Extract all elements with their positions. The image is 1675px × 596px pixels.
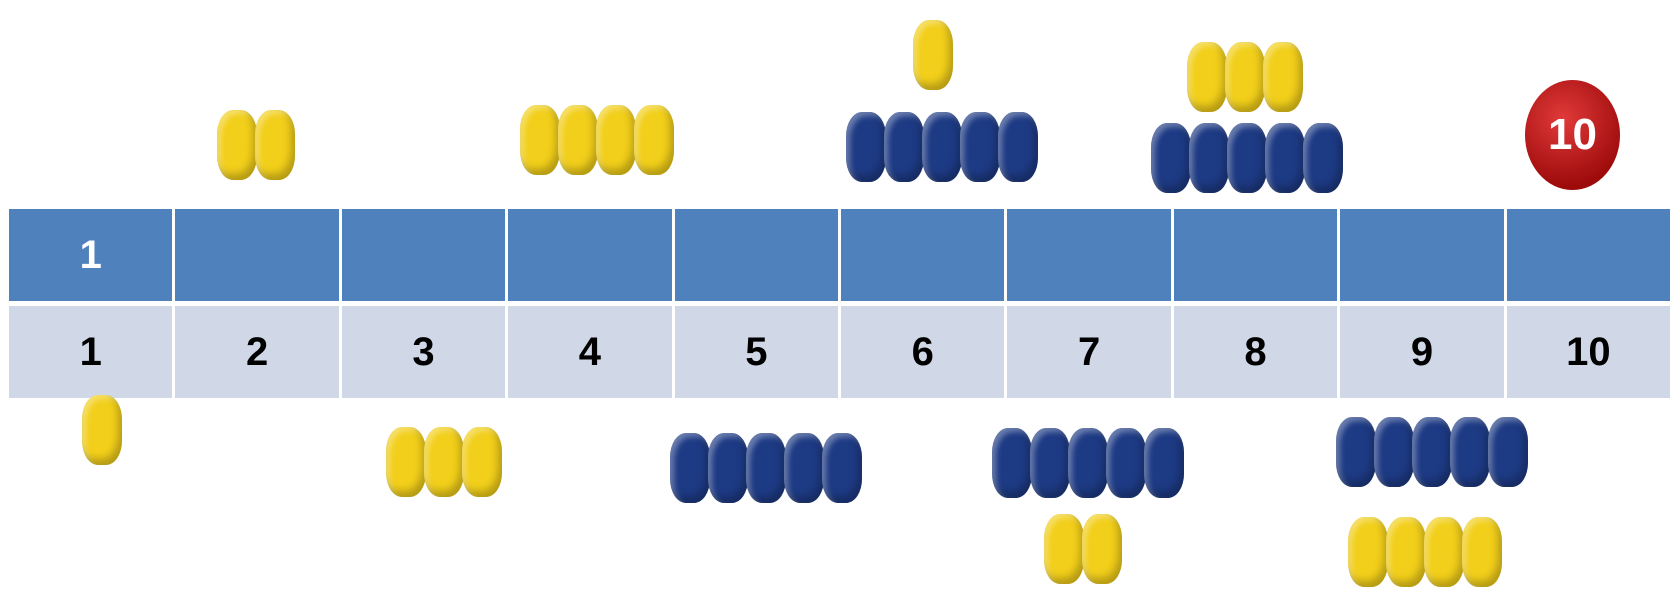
- blue-bead: [1303, 123, 1343, 193]
- yellow-bead: [1225, 42, 1265, 112]
- yellow-bead-group: [913, 20, 953, 90]
- blue-bead: [1189, 123, 1229, 193]
- blue-bead-group: [992, 428, 1184, 498]
- yellow-bead-group: [1044, 514, 1122, 584]
- yellow-bead: [1263, 42, 1303, 112]
- yellow-bead-group: [1348, 517, 1502, 587]
- blue-bead: [1450, 417, 1490, 487]
- yellow-bead: [558, 105, 598, 175]
- blue-bead: [1227, 123, 1267, 193]
- number-cell: 6: [841, 306, 1005, 398]
- top-row: 1: [9, 209, 1671, 301]
- blue-bead: [846, 112, 886, 182]
- yellow-bead-group: [82, 395, 122, 465]
- blue-bead: [1488, 417, 1528, 487]
- number-table: 1 1 2 3 4 5 6 7 8 9 10: [9, 209, 1671, 398]
- number-cell: 10: [1506, 306, 1671, 398]
- number-cell: 9: [1340, 306, 1504, 398]
- blue-bead: [822, 433, 862, 503]
- blue-bead: [784, 433, 824, 503]
- blue-bead: [922, 112, 962, 182]
- yellow-bead: [1044, 514, 1084, 584]
- number-cell: 5: [674, 306, 839, 398]
- blue-bead: [1412, 417, 1452, 487]
- top-cell: [341, 209, 506, 301]
- yellow-bead: [1348, 517, 1388, 587]
- number-cell: 8: [1173, 306, 1338, 398]
- yellow-bead: [1462, 517, 1502, 587]
- blue-bead-group: [1151, 123, 1343, 193]
- yellow-bead-group: [386, 427, 502, 497]
- blue-bead: [1336, 417, 1376, 487]
- yellow-bead: [462, 427, 502, 497]
- top-cell: [175, 209, 339, 301]
- number-cell: 7: [1007, 306, 1171, 398]
- blue-bead: [992, 428, 1032, 498]
- blue-bead-group: [846, 112, 1038, 182]
- bottom-row: 1 2 3 4 5 6 7 8 9 10: [9, 306, 1671, 398]
- yellow-bead: [913, 20, 953, 90]
- yellow-bead: [596, 105, 636, 175]
- blue-bead: [1030, 428, 1070, 498]
- top-cell: [1506, 209, 1671, 301]
- top-cell: [1007, 209, 1171, 301]
- blue-bead: [960, 112, 1000, 182]
- number-cell: 4: [508, 306, 672, 398]
- yellow-bead: [217, 110, 257, 180]
- number-cell: 2: [175, 306, 339, 398]
- yellow-bead: [255, 110, 295, 180]
- yellow-bead: [386, 427, 426, 497]
- yellow-bead: [82, 395, 122, 465]
- blue-bead: [1151, 123, 1191, 193]
- blue-bead: [1144, 428, 1184, 498]
- blue-bead: [746, 433, 786, 503]
- top-cell: [841, 209, 1005, 301]
- blue-bead: [884, 112, 924, 182]
- top-cell: [1173, 209, 1338, 301]
- yellow-bead: [1386, 517, 1426, 587]
- blue-bead: [708, 433, 748, 503]
- yellow-bead: [424, 427, 464, 497]
- number-cell: 3: [341, 306, 506, 398]
- blue-bead: [1265, 123, 1305, 193]
- blue-bead-group: [670, 433, 862, 503]
- yellow-bead: [1082, 514, 1122, 584]
- blue-bead: [1374, 417, 1414, 487]
- yellow-bead: [634, 105, 674, 175]
- yellow-bead-group: [1187, 42, 1303, 112]
- top-cell: 1: [9, 209, 173, 301]
- yellow-bead: [520, 105, 560, 175]
- blue-bead: [1068, 428, 1108, 498]
- blue-bead: [998, 112, 1038, 182]
- top-cell: [674, 209, 839, 301]
- yellow-bead: [1424, 517, 1464, 587]
- yellow-bead-group: [217, 110, 295, 180]
- ten-ball: 10: [1525, 80, 1620, 190]
- top-cell: [1340, 209, 1504, 301]
- top-cell: [508, 209, 672, 301]
- blue-bead-group: [1336, 417, 1528, 487]
- blue-bead: [1106, 428, 1146, 498]
- yellow-bead-group: [520, 105, 674, 175]
- yellow-bead: [1187, 42, 1227, 112]
- blue-bead: [670, 433, 710, 503]
- number-cell: 1: [9, 306, 173, 398]
